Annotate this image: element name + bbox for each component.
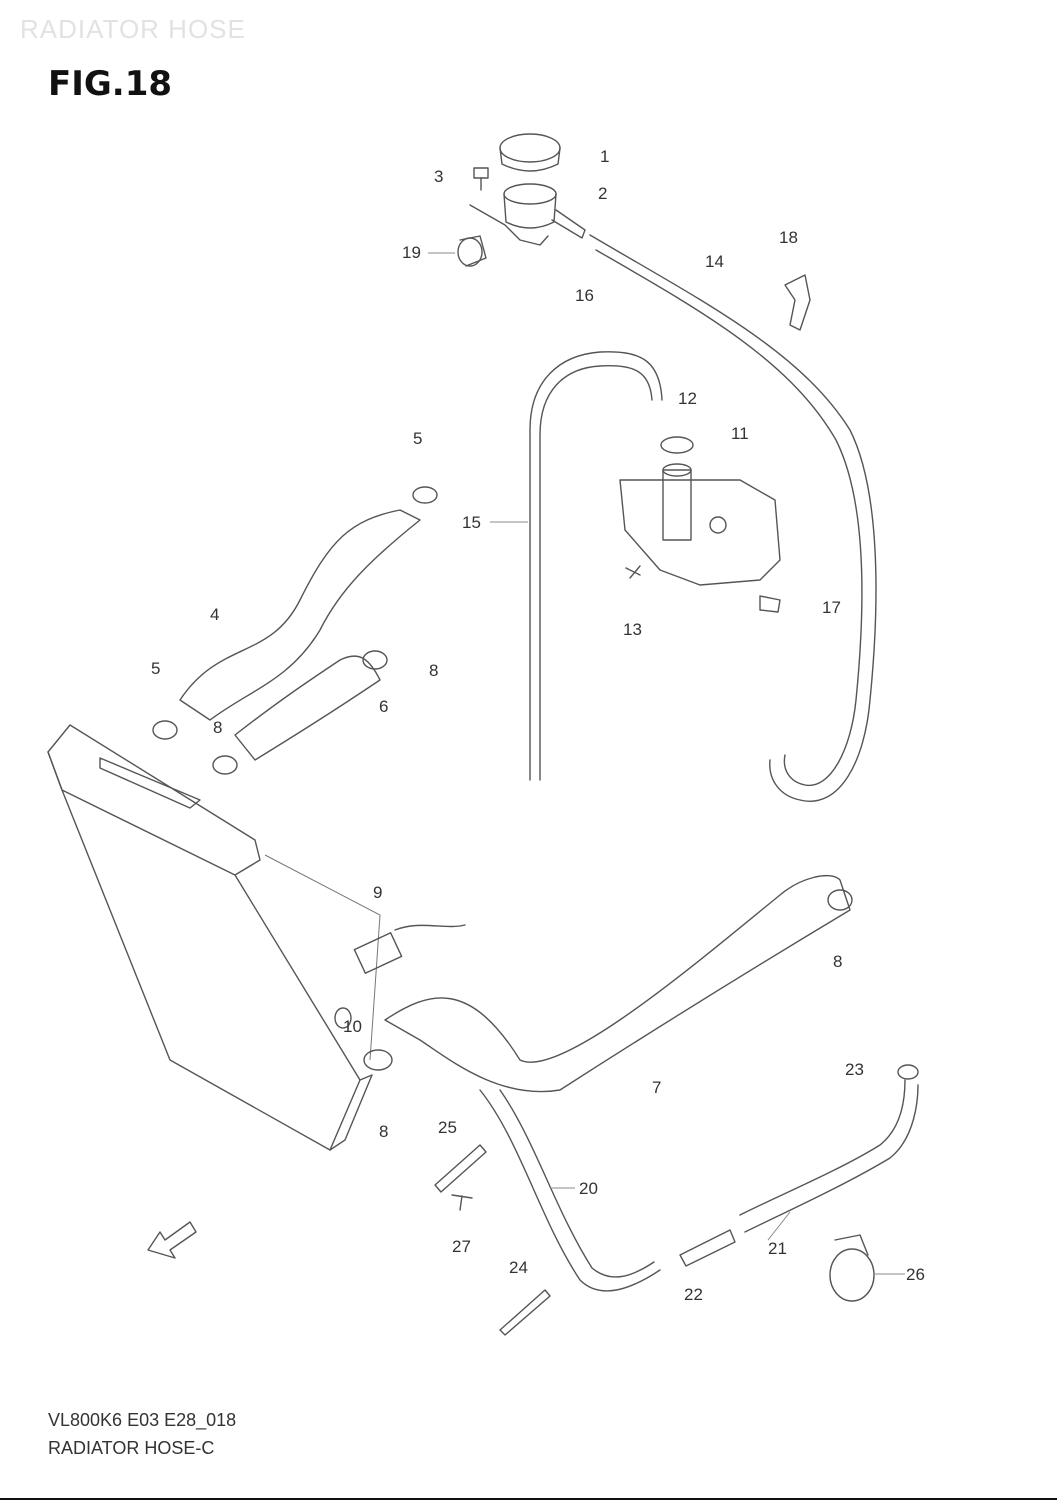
callout-18: 18 — [779, 228, 798, 247]
callout-6: 6 — [379, 697, 388, 716]
thermo-switch — [353, 924, 466, 974]
footer-diagram-code: VL800K6 E03 E28_018 — [48, 1410, 237, 1430]
callout-27: 27 — [452, 1237, 471, 1256]
hose-7 — [384, 874, 851, 1093]
callout-8-right: 8 — [833, 952, 842, 971]
clamp-19 — [457, 235, 487, 267]
callout-24: 24 — [509, 1258, 528, 1277]
callout-labels: 1 2 3 19 16 14 18 12 11 5 15 13 17 4 5 8… — [151, 147, 925, 1304]
hose-15-inner — [539, 365, 653, 781]
callout-19: 19 — [402, 243, 421, 262]
callout-11: 11 — [731, 424, 749, 443]
fwd-arrow — [147, 1221, 197, 1259]
tie-24 — [499, 1289, 551, 1336]
clip-18 — [784, 274, 811, 331]
hose-21 — [739, 1079, 906, 1216]
radiator-core — [47, 724, 381, 1151]
footer-diagram-name: RADIATOR HOSE-C — [48, 1438, 215, 1458]
bolt-13 — [625, 565, 641, 579]
callout-22: 22 — [684, 1285, 703, 1304]
callout-2: 2 — [598, 184, 607, 203]
callout-10: 10 — [343, 1017, 362, 1036]
callout-21: 21 — [768, 1239, 787, 1258]
hose-14 — [589, 234, 877, 802]
filler-neck — [469, 183, 586, 246]
reservoir-tank — [619, 436, 781, 586]
o-ring-10 — [334, 1007, 352, 1029]
callout-3: 3 — [434, 167, 443, 186]
callout-26: 26 — [906, 1265, 925, 1284]
bolt-27 — [451, 1194, 473, 1211]
fwd-arrow-label: FWD — [165, 1228, 190, 1250]
hose-14-inner — [595, 249, 863, 786]
callout-9: 9 — [373, 883, 382, 902]
clamp-17 — [759, 595, 781, 613]
page-bottom-border — [0, 1498, 1057, 1500]
hose-20 — [479, 1089, 661, 1292]
reservoir-cap — [499, 133, 561, 172]
hose-clamps — [152, 486, 919, 1080]
callout-12: 12 — [678, 389, 697, 408]
callout-23: 23 — [845, 1060, 864, 1079]
callout-14: 14 — [705, 252, 724, 271]
hose-20-inner — [499, 1089, 655, 1278]
callout-5-top: 5 — [413, 429, 422, 448]
callout-8-bottom: 8 — [379, 1122, 388, 1141]
callout-5-left: 5 — [151, 659, 160, 678]
leader-lines — [428, 252, 905, 1275]
tie-25 — [434, 1144, 487, 1193]
callout-17: 17 — [822, 598, 841, 617]
callout-20: 20 — [579, 1179, 598, 1198]
callout-8-left: 8 — [213, 718, 222, 737]
callout-13: 13 — [623, 620, 642, 639]
callout-7: 7 — [652, 1078, 661, 1097]
hose-6 — [234, 655, 381, 761]
hose-15 — [529, 351, 663, 781]
callout-25: 25 — [438, 1118, 457, 1137]
figure-label: FIG.18 — [48, 64, 173, 104]
hose-21-inner — [744, 1084, 919, 1233]
pipe-22 — [679, 1229, 736, 1267]
header-watermark: RADIATOR HOSE — [20, 14, 246, 44]
callout-8-upper: 8 — [429, 661, 438, 680]
callout-4: 4 — [210, 605, 219, 624]
callout-1: 1 — [600, 147, 609, 166]
clamp-26 — [829, 1234, 875, 1302]
callout-16: 16 — [575, 286, 594, 305]
hose-4 — [179, 509, 421, 721]
callout-15: 15 — [462, 513, 481, 532]
bolt-3 — [473, 167, 489, 191]
